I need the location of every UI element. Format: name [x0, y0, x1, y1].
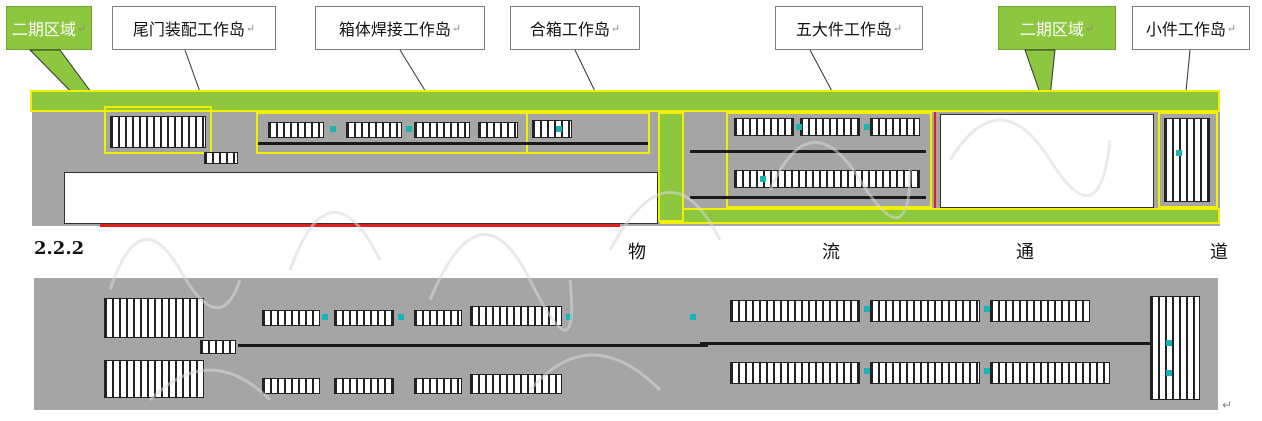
reserved-zone-left	[64, 172, 658, 224]
conveyor-node	[864, 306, 870, 312]
machine-block	[470, 374, 562, 394]
end-return-mark: ↵	[1222, 398, 1233, 412]
logistics-green-band	[660, 208, 1220, 224]
small-parts-highlight-box	[1158, 112, 1218, 208]
machine-block	[110, 116, 206, 148]
machine-block	[730, 362, 860, 384]
conveyor-rail	[690, 196, 926, 199]
return-mark: ↵	[451, 21, 462, 35]
conveyor-node	[796, 124, 802, 130]
machine-block	[346, 122, 402, 138]
return-mark: ↵	[76, 21, 87, 35]
heading-char: 道	[1210, 242, 1228, 263]
machine-block	[334, 378, 394, 394]
conveyor-node	[556, 126, 562, 132]
conveyor-node	[1166, 370, 1172, 376]
machine-block	[1164, 118, 1210, 202]
return-mark: ↵	[245, 21, 256, 35]
heading-char: 流	[822, 242, 840, 263]
callout-tailgate-assembly: 尾门装配工作岛↵	[112, 6, 276, 50]
machine-block	[730, 300, 860, 322]
machine-block	[262, 310, 320, 326]
machine-block	[104, 360, 204, 398]
machine-block	[104, 298, 204, 338]
return-mark: ↵	[610, 21, 621, 35]
boundary-line	[100, 224, 620, 227]
conveyor-node	[984, 368, 990, 374]
callout-label: 二期区域	[1019, 20, 1084, 39]
machine-block	[990, 362, 1110, 384]
machine-block	[870, 300, 980, 322]
machine-block	[414, 122, 470, 138]
machine-block	[734, 118, 794, 136]
machine-block	[204, 152, 238, 164]
conveyor-node	[398, 314, 404, 320]
phase2-boundary-box	[934, 110, 1160, 212]
phase2-green-band	[30, 90, 1220, 112]
callout-five-major-parts: 五大件工作岛↵	[775, 6, 923, 50]
conveyor-node	[406, 126, 412, 132]
callout-small-parts: 小件工作岛↵	[1132, 6, 1250, 50]
conveyor-node	[330, 126, 336, 132]
heading-char: 通	[1016, 242, 1034, 263]
callout-label: 二期区域	[11, 20, 76, 39]
conveyor-node	[984, 306, 990, 312]
machine-block	[870, 362, 980, 384]
conveyor-node	[1166, 340, 1172, 346]
conveyor-rail	[258, 142, 648, 145]
conveyor-node	[864, 368, 870, 374]
conveyor-node	[566, 314, 572, 320]
machine-block	[200, 340, 236, 354]
machine-block	[268, 122, 324, 138]
machine-block	[990, 300, 1090, 322]
section-number: 2.2.2	[34, 238, 85, 259]
conveyor-node	[864, 124, 870, 130]
conveyor-node	[322, 314, 328, 320]
machine-block	[262, 378, 320, 394]
machine-block	[1150, 296, 1200, 400]
return-mark: ↵	[1084, 21, 1095, 35]
conveyor-rail	[700, 342, 1170, 345]
tailgate-highlight-box	[104, 106, 212, 154]
callout-box-welding: 箱体焊接工作岛↵	[315, 6, 485, 50]
callout-phase2-right: 二期区域↵	[998, 6, 1116, 50]
machine-block	[414, 310, 462, 326]
conveyor-node	[1176, 150, 1182, 156]
callout-label: 小件工作岛	[1145, 20, 1226, 39]
callout-label: 合箱工作岛	[529, 20, 610, 39]
conveyor-node	[690, 314, 696, 320]
conveyor-rail	[238, 344, 708, 347]
callout-label: 尾门装配工作岛	[132, 20, 245, 39]
machine-block	[478, 122, 518, 138]
logistics-green-column	[658, 112, 684, 222]
machine-block	[870, 118, 920, 136]
conveyor-node	[760, 176, 766, 182]
callout-label: 箱体焊接工作岛	[338, 20, 451, 39]
callout-label: 五大件工作岛	[795, 20, 892, 39]
machine-block	[470, 306, 562, 326]
callout-box-closing: 合箱工作岛↵	[510, 6, 640, 50]
callout-phase2-left: 二期区域↵	[6, 6, 92, 50]
return-mark: ↵	[1226, 21, 1237, 35]
box-closing-highlight-box	[526, 112, 650, 154]
conveyor-rail	[690, 150, 926, 153]
machine-block	[532, 120, 572, 138]
machine-block	[414, 378, 462, 394]
machine-block	[334, 310, 394, 326]
heading-char: 物	[628, 242, 646, 263]
return-mark: ↵	[892, 21, 903, 35]
machine-block	[800, 118, 860, 136]
